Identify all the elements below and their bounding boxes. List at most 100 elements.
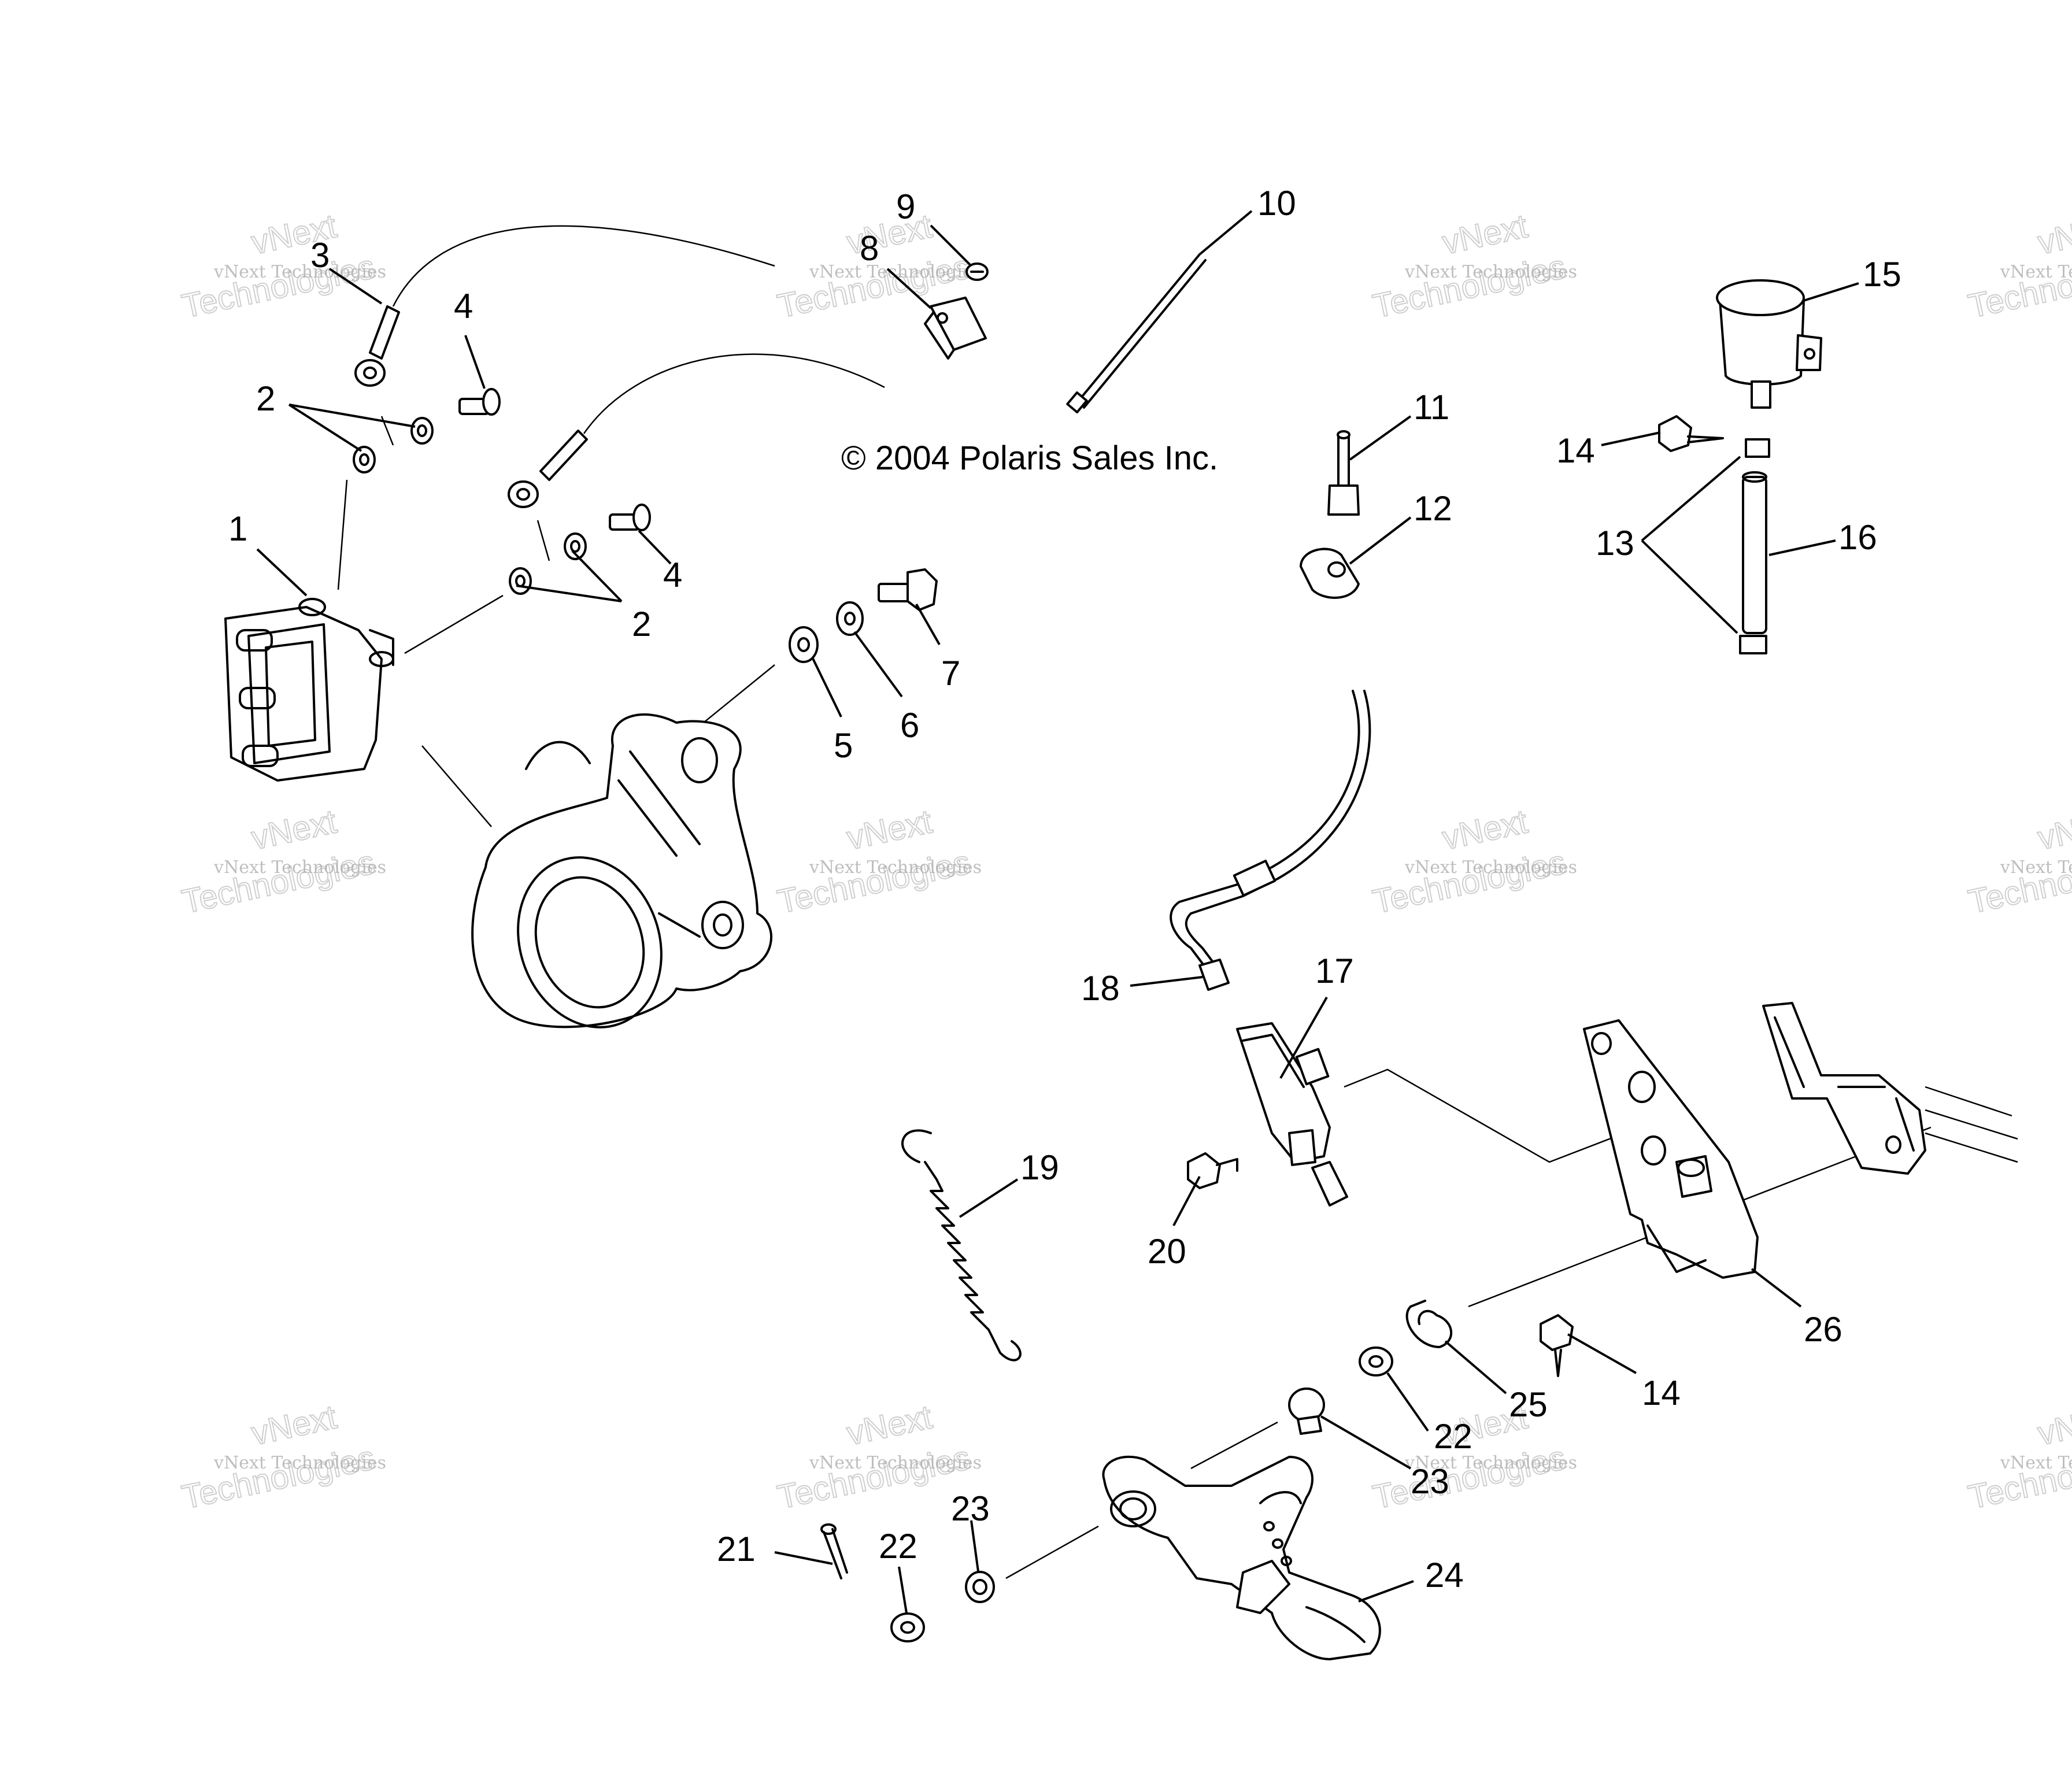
rear-hub-housing (471, 713, 772, 1028)
callout-3: 3 (310, 236, 330, 275)
callout-16: 16 (1838, 518, 1877, 557)
svg-text:vNext: vNext (248, 1398, 340, 1452)
callout-2: 2 (632, 605, 651, 643)
callout-26: 26 (1804, 1310, 1842, 1349)
pedal-bushing (1288, 1388, 1325, 1435)
callout-22: 22 (879, 1527, 917, 1566)
clip-screw (965, 262, 989, 281)
callout-22: 22 (1434, 1417, 1472, 1456)
callout-23: 23 (1411, 1462, 1449, 1501)
master-cylinder-bolt (1187, 1152, 1238, 1189)
banjo-bolts (458, 388, 651, 531)
callouts: 1 2 2 3 4 4 5 6 7 8 9 10 11 12 13 14 14 … (228, 184, 1901, 1594)
watermark: vNext vNext Technologies Technologies (1964, 206, 2072, 325)
hose-clamps (1739, 438, 1770, 654)
torsion-spring-clip (1405, 1300, 1452, 1348)
callout-21: 21 (717, 1530, 756, 1568)
brake-line-fitting (1170, 860, 1279, 991)
svg-text:vNext Technologies: vNext Technologies (2000, 857, 2072, 878)
callout-24: 24 (1425, 1556, 1464, 1594)
watermark: vNext vNext Technologies Technologies (1369, 206, 1577, 325)
callout-23: 23 (951, 1489, 990, 1528)
banjo-fitting-upper (354, 305, 400, 387)
watermark: vNext vNext Technologies Technologies (1964, 802, 2072, 921)
brake-lines (392, 225, 1371, 880)
svg-text:vNext: vNext (843, 802, 935, 857)
cable-tie (1066, 253, 1207, 414)
flange-bolt-upper (1658, 415, 1724, 452)
callout-7: 7 (941, 654, 960, 693)
callout-14: 14 (1642, 1374, 1681, 1412)
svg-text:vNext: vNext (843, 1398, 935, 1452)
washer (509, 567, 532, 595)
watermark: vNext vNext Technologies Technologies (1369, 802, 1577, 921)
svg-text:vNext: vNext (1439, 802, 1531, 857)
leader-lines (256, 210, 1859, 1614)
brake-hose-rear (1271, 690, 1360, 868)
pedal-bushing (965, 1571, 995, 1603)
reservoir-hose (1742, 471, 1767, 634)
svg-text:vNext Technologies: vNext Technologies (213, 1453, 386, 1473)
spring-clamp (1745, 438, 1770, 458)
return-spring (901, 1129, 1022, 1361)
spring-clamp (1739, 635, 1767, 654)
callout-19: 19 (1020, 1148, 1059, 1187)
flange-bolt-lower (1540, 1314, 1574, 1377)
svg-text:vNext Technologies: vNext Technologies (809, 262, 982, 282)
callout-14: 14 (1556, 431, 1595, 470)
callout-8: 8 (860, 229, 879, 268)
svg-text:vNext Technologies: vNext Technologies (1404, 857, 1577, 878)
svg-text:vNext Technologies: vNext Technologies (1404, 262, 1577, 282)
svg-text:Technologies: Technologies (774, 1439, 974, 1516)
cotter-pin (820, 1523, 848, 1579)
svg-text:vNext: vNext (1439, 207, 1531, 261)
svg-text:vNext Technologies: vNext Technologies (2000, 1453, 2072, 1473)
brake-line-upper (392, 225, 775, 307)
pedal-washer (890, 1612, 925, 1642)
washer (410, 417, 434, 445)
svg-text:vNext Technologies: vNext Technologies (213, 857, 386, 878)
svg-text:Technologies: Technologies (1370, 248, 1569, 325)
flat-washer (789, 626, 819, 663)
svg-text:vNext: vNext (843, 207, 935, 261)
callout-9: 9 (896, 187, 915, 226)
brake-pedal (1102, 1456, 1381, 1660)
callout-4: 4 (454, 287, 473, 325)
brake-caliper (224, 598, 394, 782)
brake-line-lower (583, 353, 885, 434)
svg-text:vNext Technologies: vNext Technologies (809, 857, 982, 878)
callout-10: 10 (1257, 184, 1296, 223)
callout-1: 1 (228, 509, 247, 548)
svg-text:Technologies: Technologies (179, 843, 378, 921)
pedal-washers (890, 1346, 1393, 1642)
callout-17: 17 (1315, 952, 1354, 990)
svg-text:vNext Technologies: vNext Technologies (809, 1453, 982, 1473)
svg-text:vNext: vNext (2034, 207, 2072, 261)
callout-15: 15 (1863, 255, 1901, 294)
callout-2: 2 (256, 379, 275, 418)
watermark: vNext vNext Technologies Technologies (178, 802, 386, 921)
copper-washers (353, 417, 587, 595)
callout-6: 6 (900, 706, 919, 745)
svg-text:Technologies: Technologies (1965, 248, 2072, 325)
watermark: vNext vNext Technologies Technologies (178, 206, 386, 325)
pedal-mount-plate (1583, 1019, 1759, 1279)
pedal-washer (1359, 1346, 1393, 1377)
pedal-bushings (965, 1388, 1325, 1603)
line-clip (924, 297, 987, 360)
frame-bracket (1762, 1002, 2018, 1175)
washer (564, 532, 587, 560)
washer (353, 446, 376, 473)
svg-text:vNext: vNext (2034, 802, 2072, 857)
svg-text:vNext Technologies: vNext Technologies (2000, 262, 2072, 282)
callout-4: 4 (663, 556, 682, 594)
banjo-fitting-lower (508, 430, 588, 508)
svg-text:Technologies: Technologies (1965, 1439, 2072, 1516)
push-rivet (1327, 430, 1360, 516)
mount-hardware (789, 568, 938, 663)
svg-text:Technologies: Technologies (774, 843, 974, 921)
callout-20: 20 (1148, 1232, 1186, 1271)
brake-fluid-reservoir (1716, 279, 1822, 409)
callout-11: 11 (1414, 388, 1449, 427)
